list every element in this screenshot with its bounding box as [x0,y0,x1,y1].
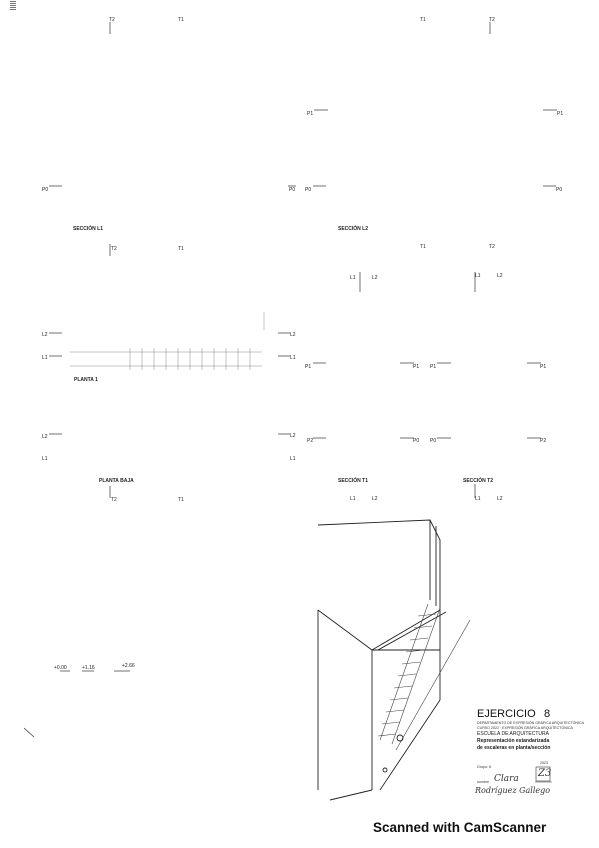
label-l2: L2 [372,275,378,281]
label-l2: L2 [290,433,296,439]
label-t1: T1 [420,17,426,23]
label-p1: P1 [305,364,312,370]
label-p1: P1 [540,364,547,370]
school-name: ESCUELA DE ARQUITECTURA [477,731,549,737]
label-t2: T2 [111,246,117,252]
label-t1: T1 [178,17,184,23]
title-block-small-2: CURSO 2022 · EXPRESIÓN GRÁFICA ARQUITECT… [477,726,573,730]
label-p2: P2 [540,438,547,444]
label-l2: L2 [42,332,48,338]
level-value-b: +1.16 [82,665,95,671]
title-seccion-t1: SECCIÓN T1 [338,478,369,484]
group-value: 2023 [540,761,548,765]
level-value-c: +2.66 [122,663,135,669]
label-l1: L1 [42,456,48,462]
label-l1: L1 [350,275,356,281]
label-p2: P2 [307,438,314,444]
label-t2: T2 [111,497,117,503]
grade-box [535,766,551,782]
label-p0: P0 [42,187,49,193]
label-p1: P1 [430,364,437,370]
label-p0: P0 [556,187,563,193]
title-seccion-l1: SECCIÓN L1 [73,226,104,232]
label-l1: L1 [475,496,481,502]
label-t1: T1 [420,244,426,250]
label-l1: L1 [350,496,356,502]
exercise-number: 8 [544,708,551,720]
label-p0: P0 [289,187,296,193]
label-t2: T2 [109,17,115,23]
title-planta-baja: PLANTA BAJA [99,478,134,484]
student-surname: Rodríguez Gallego [475,786,551,795]
label-p0: P0 [430,438,437,444]
label-l2: L2 [290,332,296,338]
label-p1: P1 [557,111,564,117]
label-t1: T1 [178,497,184,503]
axonometric-stair [317,519,471,801]
title-seccion-t2: SECCIÓN T2 [463,478,494,484]
label-t2: T2 [489,244,495,250]
label-l1: L1 [475,273,481,279]
label-p0: P0 [305,187,312,193]
student-name: Clara [494,774,519,784]
exercise-heading: EJERCICIO [477,708,536,720]
label-l1: L1 [290,355,296,361]
label-p0: P0 [413,438,420,444]
label-l2: L2 [497,273,503,279]
label-l1: L1 [290,456,296,462]
label-l1: L1 [42,355,48,361]
label-t1: T1 [178,246,184,252]
title-planta-1: PLANTA 1 [74,377,98,383]
label-t2: T2 [489,17,495,23]
level-value-a: +0.00 [54,665,67,671]
label-l2: L2 [497,496,503,502]
stair-plan-planta1 [70,312,265,370]
label-p1: P1 [307,111,314,117]
scan-corner-mark [10,0,16,10]
scanner-watermark: Scanned with CamScanner [373,820,547,835]
subject-line-1: Representación estandarizada [477,738,550,744]
grade-mark: Z3 [538,768,552,779]
scan-mark [23,727,35,738]
label-l2: L2 [42,434,48,440]
title-seccion-l2: SECCIÓN L2 [338,226,369,232]
name-label: nombre [477,780,490,784]
subject-line-2: de escaleras en planta/sección [477,745,551,751]
group-label: Grupo: 6 [477,765,491,769]
label-p1: P1 [413,364,420,370]
label-l2: L2 [372,496,378,502]
title-block-small-1: DEPARTAMENTO DE EXPRESIÓN GRÁFICA ARQUIT… [477,721,584,725]
